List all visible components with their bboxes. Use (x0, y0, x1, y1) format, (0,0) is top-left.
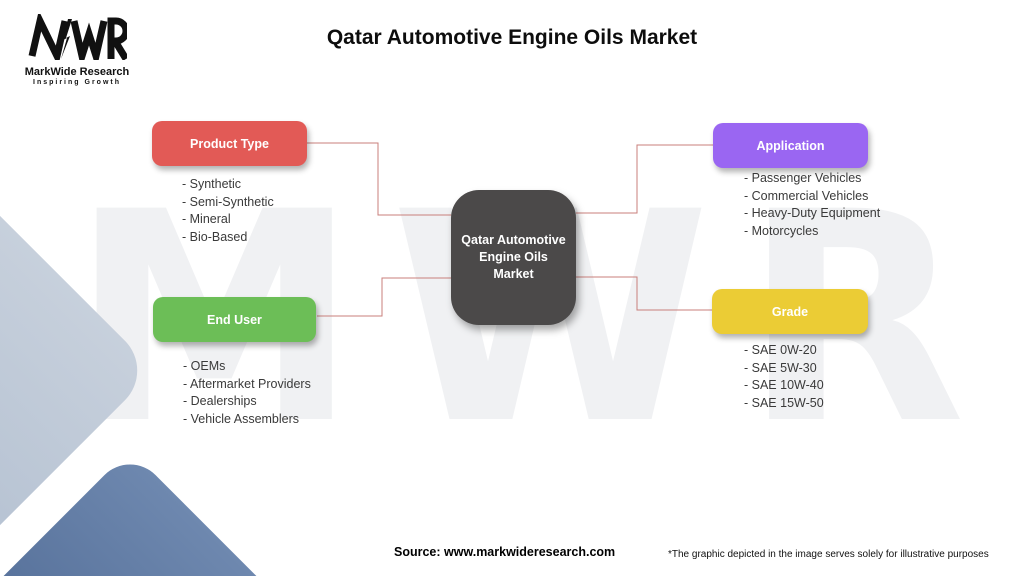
central-market-label: Qatar Automotive Engine Oils Market (461, 233, 566, 281)
product-type-label: Product Type (190, 136, 269, 151)
list-item: - SAE 0W-20 (744, 343, 817, 357)
list-item: - Aftermarket Providers (183, 376, 311, 391)
source-text: Source: www.markwideresearch.com (394, 545, 616, 559)
grade-items: - SAE 0W-20 - SAE 5W-30 - SAE 10W-40 - S… (744, 342, 824, 412)
connector-application (576, 144, 713, 214)
application-node: Application (713, 123, 868, 168)
logo-company-name: MarkWide Research (24, 66, 130, 78)
list-item: - Passenger Vehicles (744, 171, 862, 185)
connector-end-user (317, 277, 451, 317)
page-title: Qatar Automotive Engine Oils Market (326, 26, 698, 49)
logo-mark-icon (28, 10, 130, 70)
list-item: - SAE 15W-50 (744, 395, 824, 410)
product-type-node: Product Type (152, 121, 307, 166)
grade-label: Grade (771, 304, 809, 319)
logo-tagline: Inspiring Growth (33, 79, 121, 86)
list-item: - Synthetic (182, 177, 242, 191)
application-items: - Passenger Vehicles - Commercial Vehicl… (744, 170, 880, 240)
list-item: - Motorcycles (744, 223, 819, 238)
markwide-logo: MarkWide Research Inspiring Growth (22, 10, 132, 86)
list-item: - Mineral (182, 212, 231, 226)
application-label: Application (756, 138, 825, 153)
product-type-items: - Synthetic - Semi-Synthetic - Mineral -… (182, 176, 274, 246)
end-user-node: End User (153, 297, 316, 342)
list-item: - Dealerships (183, 394, 257, 408)
list-item: - Commercial Vehicles (744, 188, 869, 203)
connector-grade (576, 276, 712, 311)
list-item: - Heavy-Duty Equipment (744, 206, 881, 220)
list-item: - Bio-Based (182, 229, 248, 244)
end-user-items: - OEMs - Aftermarket Providers - Dealers… (183, 358, 311, 428)
list-item: - SAE 5W-30 (744, 360, 817, 375)
connector-product-type (307, 142, 451, 216)
central-market-node: Qatar Automotive Engine Oils Market (451, 190, 576, 325)
grade-node: Grade (712, 289, 868, 334)
end-user-label: End User (207, 312, 262, 327)
disclaimer-text: *The graphic depicted in the image serve… (668, 549, 989, 560)
list-item: - SAE 10W-40 (744, 378, 824, 392)
list-item: - OEMs (183, 359, 226, 373)
list-item: - Semi-Synthetic (182, 194, 274, 209)
list-item: - Vehicle Assemblers (183, 411, 300, 426)
